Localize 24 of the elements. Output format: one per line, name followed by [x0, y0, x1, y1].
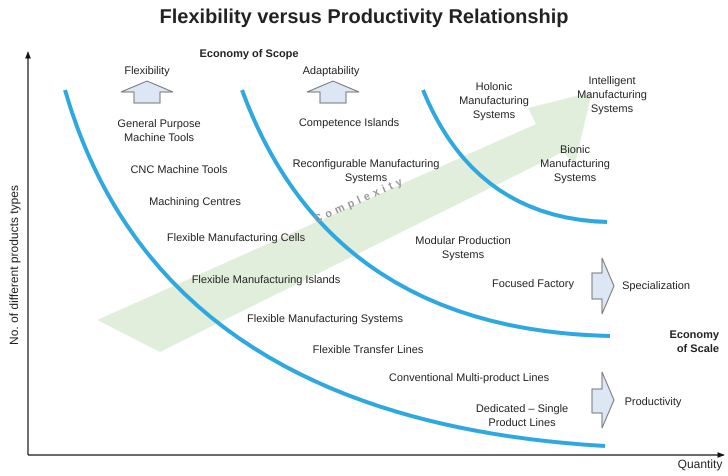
- axis-label: Quantity: [676, 457, 724, 471]
- category-label: Competence Islands: [298, 116, 400, 130]
- category-label: Machining Centres: [148, 195, 242, 209]
- category-label: Specialization: [621, 279, 691, 293]
- axis-label: No. of different products types: [7, 184, 21, 347]
- category-label: Flexibility: [123, 64, 171, 78]
- category-label: General Purpose Machine Tools: [116, 117, 202, 145]
- category-label: Focused Factory: [491, 277, 575, 291]
- heading-label: Economy of Scope: [198, 47, 300, 61]
- category-label: Bionic Manufacturing Systems: [539, 143, 611, 185]
- category-label: Dedicated – Single Product Lines: [474, 402, 570, 430]
- category-label: Flexible Transfer Lines: [312, 343, 424, 357]
- category-label: Conventional Multi-product Lines: [388, 371, 550, 385]
- category-label: Holonic Manufacturing Systems: [458, 80, 530, 122]
- category-label: Flexible Manufacturing Islands: [190, 273, 342, 287]
- category-label: Adaptability: [302, 64, 360, 78]
- category-label: Flexible Manufacturing Cells: [166, 231, 306, 245]
- category-label: Modular Production Systems: [414, 234, 512, 262]
- heading-label: Economy of Scale: [668, 328, 719, 356]
- title: Flexibility versus Productivity Relationship: [158, 6, 570, 29]
- category-label: CNC Machine Tools: [129, 163, 228, 177]
- category-label: Flexible Manufacturing Systems: [246, 312, 404, 326]
- category-label: Productivity: [624, 395, 682, 409]
- category-label: Intelligent Manufacturing Systems: [576, 74, 648, 116]
